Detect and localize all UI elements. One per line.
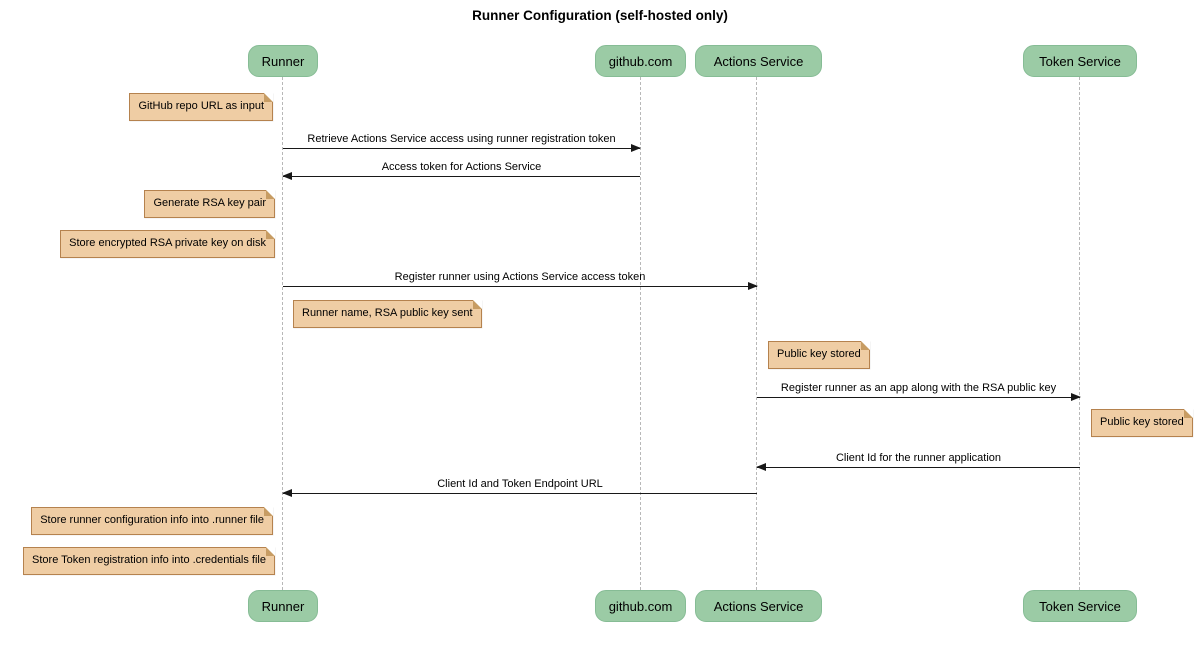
lifeline-github (640, 77, 641, 590)
note-public-key-stored-token: Public key stored (1091, 409, 1193, 437)
arrow-right-icon (283, 144, 641, 152)
participant-token-service-bottom: Token Service (1023, 590, 1137, 622)
participant-runner-top: Runner (248, 45, 318, 77)
note-text: Store runner configuration info into .ru… (40, 514, 264, 526)
message-label: Access token for Actions Service (381, 161, 542, 173)
message-label: Register runner as an app along with the… (780, 382, 1057, 394)
arrow-right-icon (757, 393, 1081, 401)
note-fold-icon (266, 230, 275, 239)
message-client-id-and-token-endpoint: Client Id and Token Endpoint URL (282, 477, 757, 497)
participant-actions-service-bottom: Actions Service (695, 590, 822, 622)
note-fold-icon (1183, 409, 1193, 418)
note-fold-icon (266, 547, 275, 556)
note-fold-icon (266, 190, 275, 199)
note-store-token-registration: Store Token registration info into .cred… (23, 547, 275, 575)
message-register-runner-as-app: Register runner as an app along with the… (757, 381, 1081, 401)
message-label: Retrieve Actions Service access using ru… (307, 133, 616, 145)
note-store-encrypted-private-key: Store encrypted RSA private key on disk (60, 230, 275, 258)
diagram-title: Runner Configuration (self-hosted only) (472, 8, 728, 23)
note-text: Public key stored (1100, 416, 1184, 428)
arrow-left-icon (282, 172, 640, 180)
participant-github-bottom: github.com (595, 590, 686, 622)
lifeline-runner (282, 77, 283, 590)
participant-token-service-top: Token Service (1023, 45, 1137, 77)
note-public-key-stored-actions: Public key stored (768, 341, 870, 369)
message-label: Client Id and Token Endpoint URL (437, 478, 603, 490)
message-register-runner: Register runner using Actions Service ac… (283, 270, 758, 290)
note-store-runner-config: Store runner configuration info into .ru… (31, 507, 273, 535)
message-access-token-for-actions-service: Access token for Actions Service (282, 160, 640, 180)
lifeline-token-service (1079, 77, 1080, 590)
message-label: Client Id for the runner application (835, 452, 1002, 464)
arrow-right-icon (283, 282, 758, 290)
note-fold-icon (860, 341, 870, 350)
note-fold-icon (264, 507, 273, 516)
note-text: Runner name, RSA public key sent (302, 307, 473, 319)
participant-actions-service-top: Actions Service (695, 45, 822, 77)
arrow-left-icon (756, 463, 1080, 471)
note-fold-icon (472, 300, 482, 309)
message-retrieve-actions-service-access: Retrieve Actions Service access using ru… (283, 132, 641, 152)
note-text: Store encrypted RSA private key on disk (69, 237, 266, 249)
message-client-id-for-runner-app: Client Id for the runner application (756, 451, 1080, 471)
note-generate-rsa-key-pair: Generate RSA key pair (144, 190, 275, 218)
participant-runner-bottom: Runner (248, 590, 318, 622)
note-github-repo-url: GitHub repo URL as input (129, 93, 273, 121)
note-fold-icon (264, 93, 273, 102)
note-text: Generate RSA key pair (153, 197, 266, 209)
note-text: GitHub repo URL as input (138, 100, 264, 112)
note-runner-name-public-key-sent: Runner name, RSA public key sent (293, 300, 482, 328)
participant-github-top: github.com (595, 45, 686, 77)
message-label: Register runner using Actions Service ac… (394, 271, 646, 283)
arrow-left-icon (282, 489, 757, 497)
note-text: Store Token registration info into .cred… (32, 554, 266, 566)
lifeline-actions-service (756, 77, 757, 590)
note-text: Public key stored (777, 348, 861, 360)
